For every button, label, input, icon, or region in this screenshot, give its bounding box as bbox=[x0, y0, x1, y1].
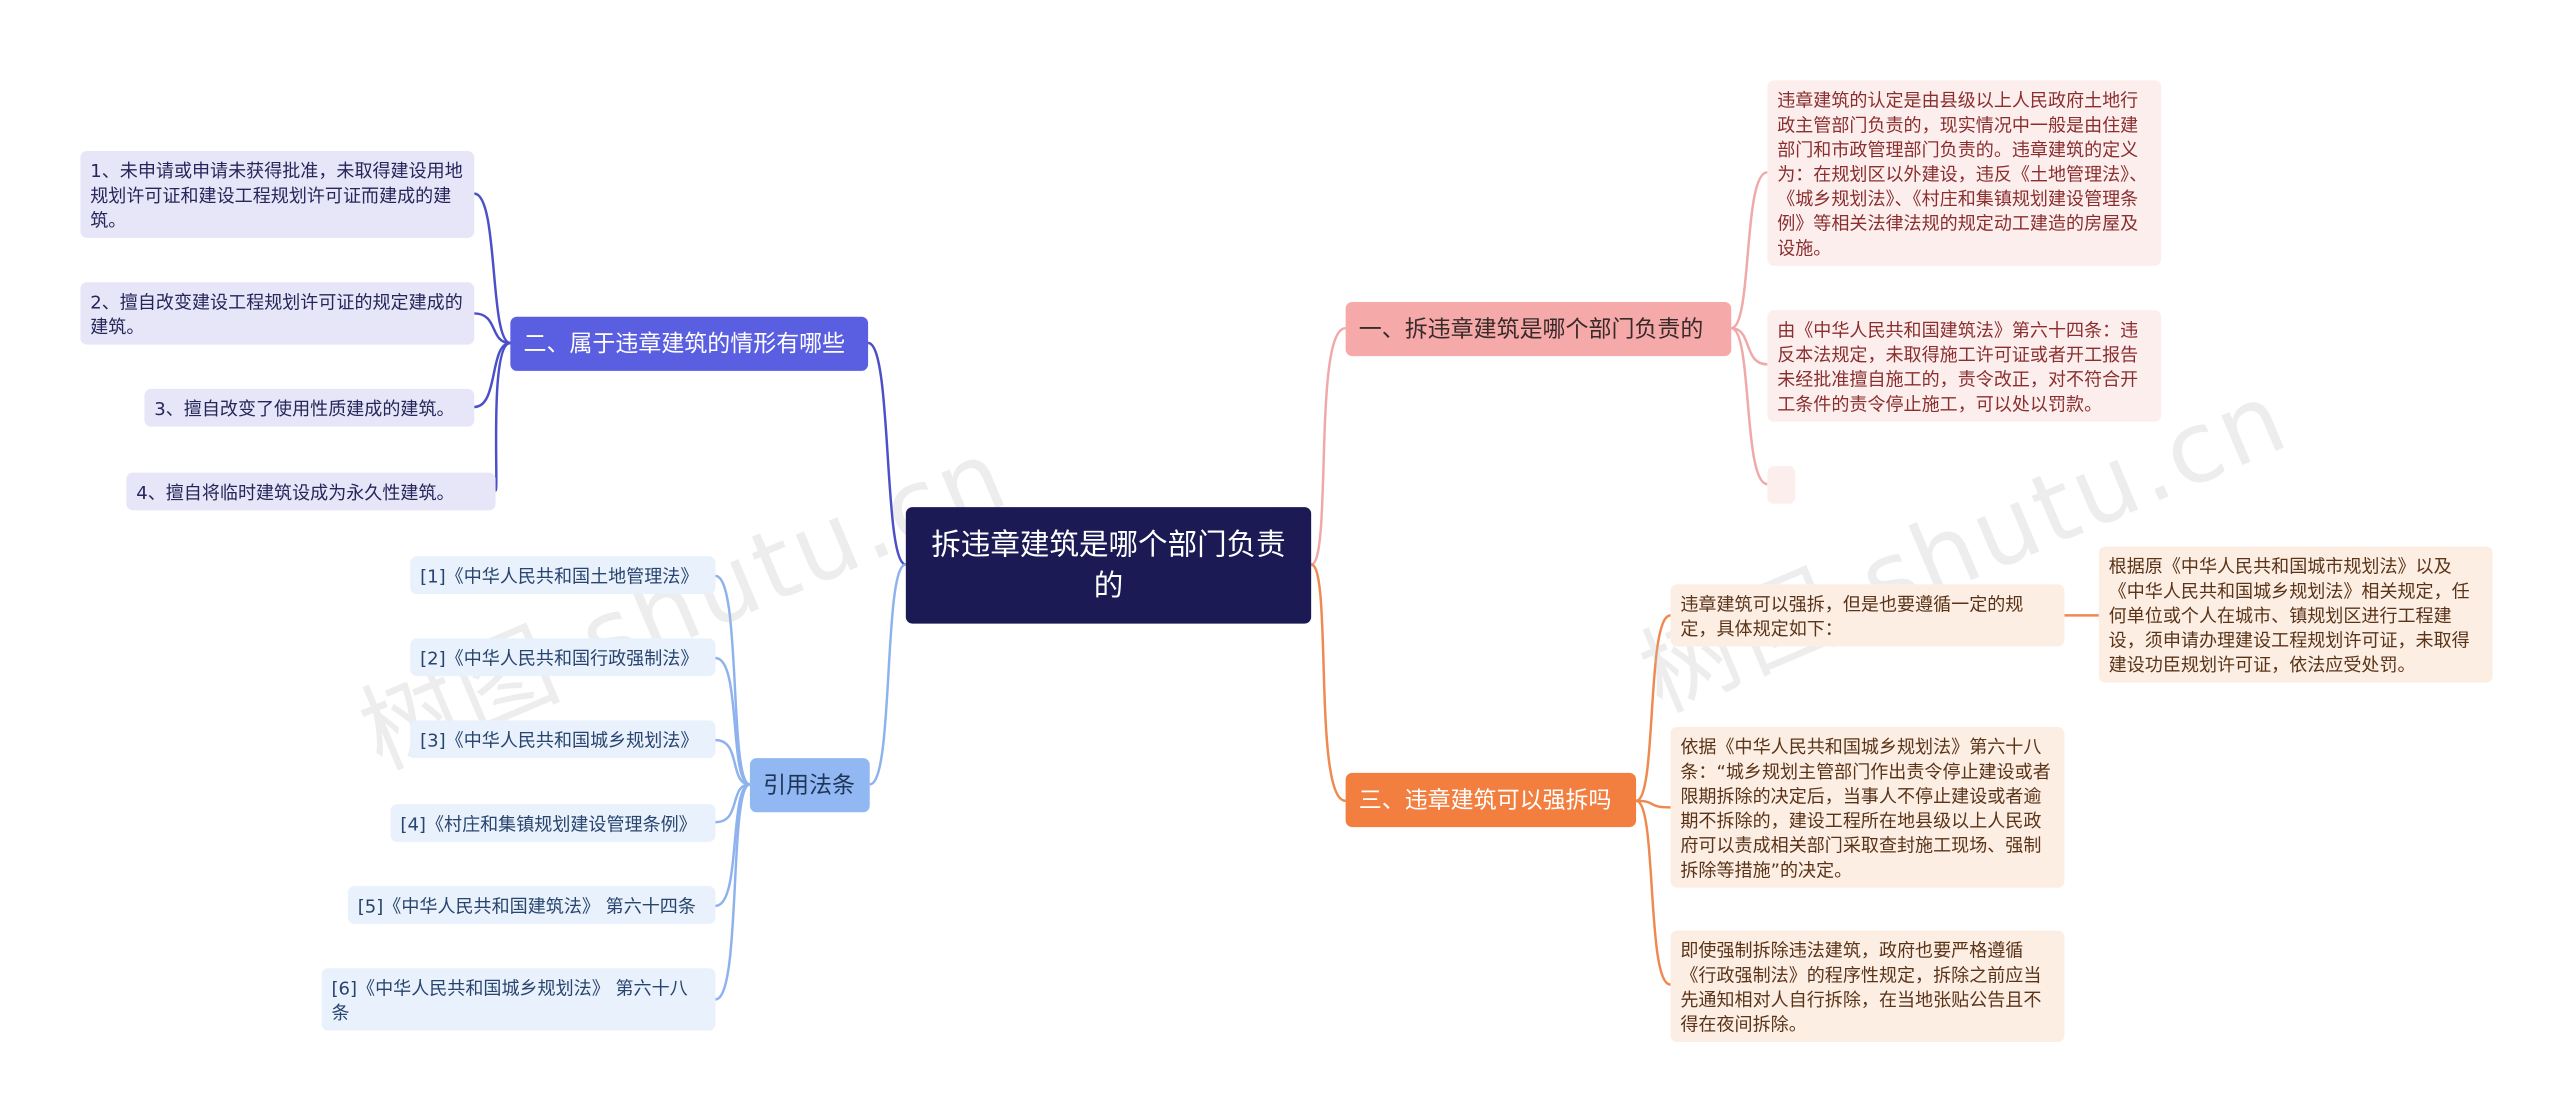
connector-b2-leaf bbox=[473, 192, 511, 345]
connector-b4-leaf bbox=[715, 574, 751, 786]
law-citation-node[interactable]: [4]《村庄和集镇规划建设管理条例》 bbox=[390, 804, 716, 842]
leaf-node[interactable]: 1、未申请或申请未获得批准，未取得建设用地规划许可证和建设工程规划许可证而建成的… bbox=[80, 150, 475, 238]
empty-leaf-node[interactable] bbox=[1767, 466, 1796, 504]
law-citation-node[interactable]: [6]《中华人民共和国城乡规划法》 第六十八条 bbox=[321, 968, 716, 1031]
law-citation-node[interactable]: [1]《中华人民共和国土地管理法》 bbox=[410, 556, 716, 595]
connector-b4-leaf bbox=[715, 783, 751, 908]
leaf-node[interactable]: 依据《中华人民共和国城乡规划法》第六十八条：“城乡规划主管部门作出责令停止建设或… bbox=[1670, 726, 2065, 888]
branch-node-situations[interactable]: 二、属于违章建筑的情形有哪些 bbox=[510, 316, 869, 371]
leaf-node[interactable]: 4、擅自将临时建筑设成为永久性建筑。 bbox=[126, 472, 496, 511]
connector-root-b1 bbox=[1310, 326, 1347, 566]
connector-b3-leaf bbox=[1636, 799, 1671, 809]
branch-node-cited-laws[interactable]: 引用法条 bbox=[749, 758, 870, 813]
connector-b4-leaf bbox=[715, 738, 751, 786]
leaf-node[interactable]: 由《中华人民共和国建筑法》第六十四条：违反本法规定，未取得施工许可证或者开工报告… bbox=[1767, 310, 2162, 422]
connector-b2-leaf bbox=[474, 312, 511, 345]
connector-root-b4 bbox=[869, 563, 907, 786]
leaf-node[interactable]: 2、擅自改变建设工程规划许可证的规定建成的建筑。 bbox=[80, 282, 475, 345]
leaf-node[interactable]: 违章建筑可以强拆，但是也要遵循一定的规定，具体规定如下： bbox=[1670, 584, 2065, 647]
leaf-node[interactable]: 违章建筑的认定是由县级以上人民政府土地行政主管部门负责的，现实情况中一般是由住建… bbox=[1767, 80, 2162, 266]
connector-b1-leaf bbox=[1730, 326, 1768, 486]
connector-b4-leaf bbox=[715, 656, 751, 786]
leaf-node[interactable]: 即使强制拆除违法建筑，政府也要严格遵循《行政强制法》的程序性规定，拆除之前应当先… bbox=[1670, 930, 2065, 1043]
connector-b1-leaf bbox=[1731, 326, 1768, 366]
branch-node-department[interactable]: 一、拆违章建筑是哪个部门负责的 bbox=[1345, 301, 1732, 357]
connector-root-b2 bbox=[867, 341, 907, 566]
law-citation-node[interactable]: [5]《中华人民共和国建筑法》 第六十四条 bbox=[347, 886, 716, 924]
connector-b4-leaf bbox=[715, 783, 751, 824]
sub-leaf-node[interactable]: 根据原《中华人民共和国城市规划法》以及《中华人民共和国城乡规划法》相关规定，任何… bbox=[2098, 546, 2493, 683]
law-citation-node[interactable]: [3]《中华人民共和国城乡规划法》 bbox=[410, 720, 716, 759]
branch-node-forced-demolition[interactable]: 三、违章建筑可以强拆吗 bbox=[1345, 772, 1637, 828]
connector-b3-leaf bbox=[1635, 799, 1672, 986]
leaf-node[interactable]: 3、擅自改变了使用性质建成的建筑。 bbox=[144, 388, 475, 427]
law-citation-node[interactable]: [2]《中华人民共和国行政强制法》 bbox=[410, 638, 716, 677]
connector-root-b3 bbox=[1310, 563, 1347, 803]
connector-b1-leaf bbox=[1730, 171, 1768, 330]
connector-b2-leaf bbox=[494, 341, 511, 492]
connector-b2-leaf bbox=[474, 341, 511, 409]
connector-b4-leaf bbox=[714, 783, 751, 1001]
connector-b3-leaf bbox=[1635, 614, 1672, 803]
root-node[interactable]: 拆违章建筑是哪个部门负责的 bbox=[905, 507, 1312, 624]
